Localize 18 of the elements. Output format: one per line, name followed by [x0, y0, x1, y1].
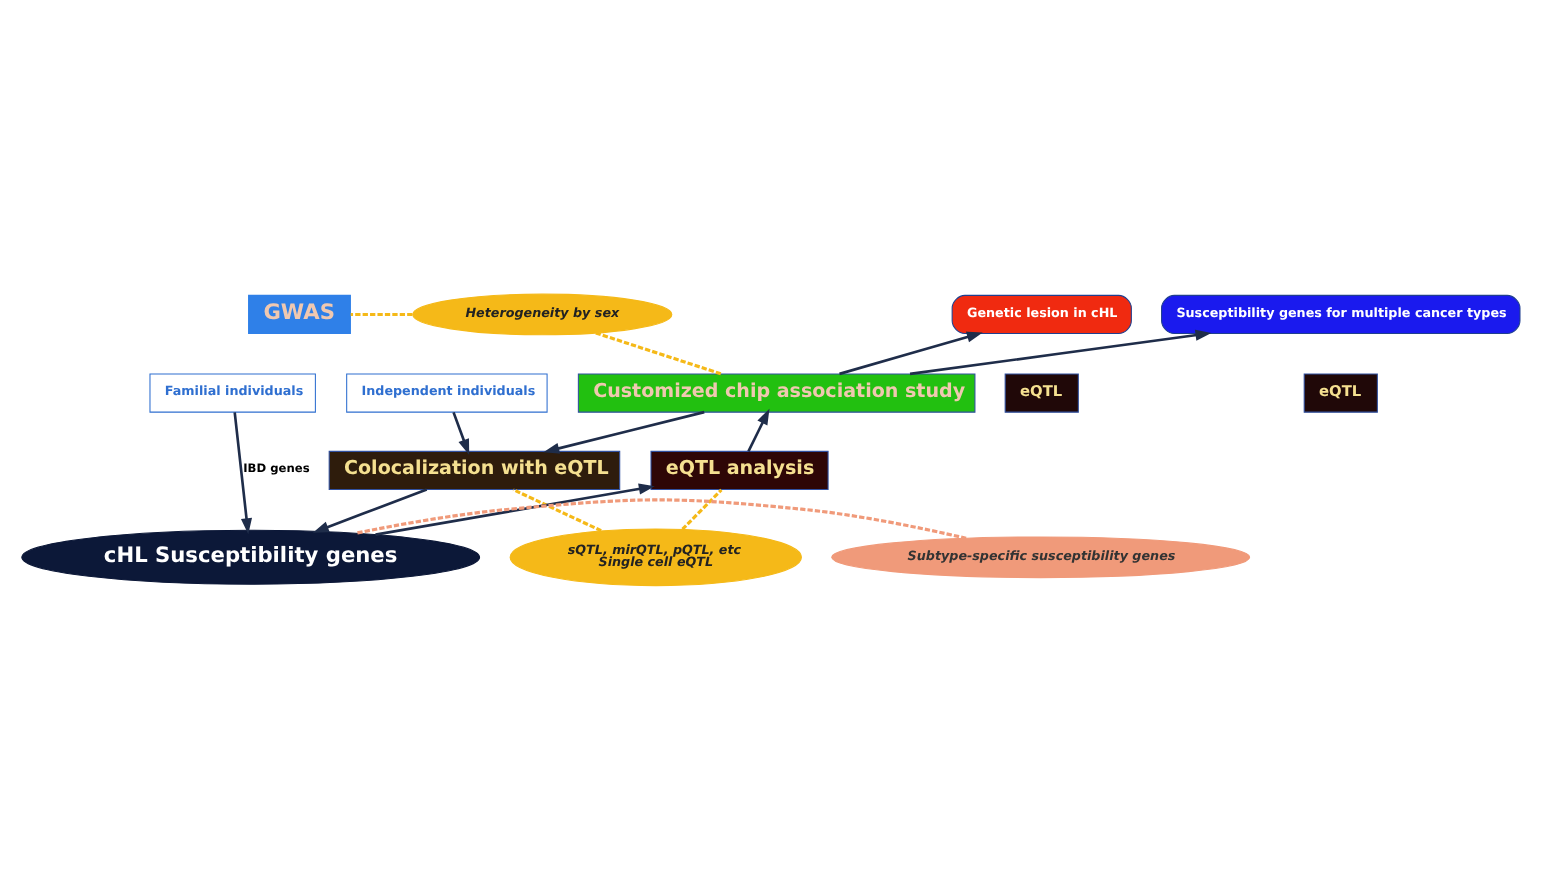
node-box: Customized chip association study: [577, 372, 976, 412]
arrow: [909, 328, 1212, 375]
arrow: [375, 482, 655, 535]
connector: [350, 311, 413, 316]
connector: [595, 330, 722, 375]
connector: [355, 497, 967, 539]
connector: [681, 487, 723, 530]
node-box: Colocalization with eQTL: [328, 449, 621, 490]
arrow: [452, 410, 470, 455]
arrow: [312, 487, 428, 532]
arrow: [747, 407, 770, 451]
arrow: [233, 411, 253, 534]
node-box: GWAS: [248, 293, 351, 334]
connector: [512, 487, 602, 532]
arrow: [543, 409, 705, 453]
node-box: eQTL analysis: [650, 449, 829, 490]
node-ellipse: cHL Susceptibility genes: [21, 528, 481, 584]
arrow: [839, 330, 983, 375]
